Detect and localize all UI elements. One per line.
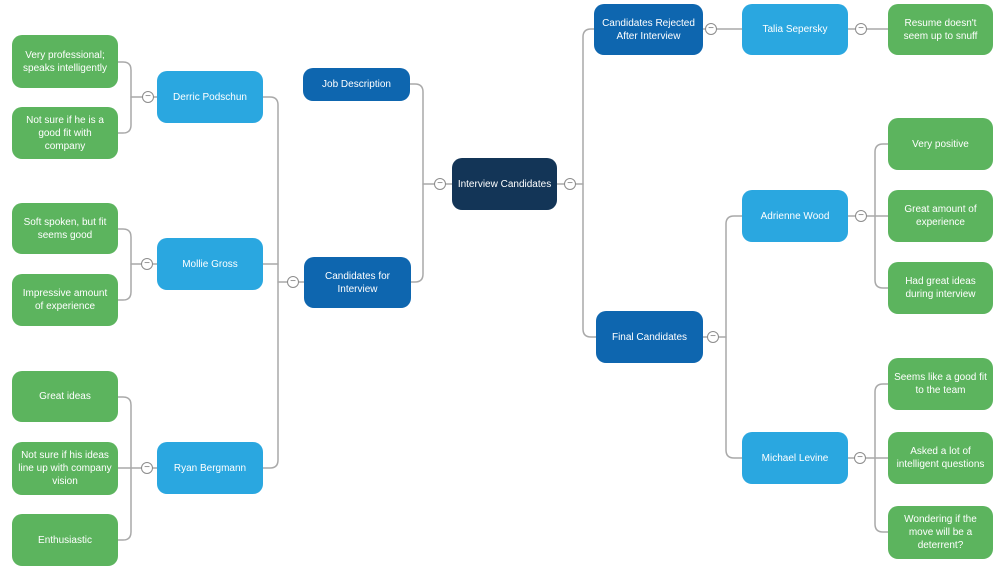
connector	[117, 396, 132, 541]
topic-label: Interview Candidates	[457, 178, 552, 190]
minus-icon: −	[437, 177, 443, 189]
collapse-toggle-derric[interactable]: −	[142, 91, 154, 103]
topic-label: Ryan Bergmann	[173, 462, 247, 474]
topic-label: Derric Podschun	[173, 91, 247, 103]
connector	[582, 28, 597, 338]
minus-icon: −	[858, 209, 864, 221]
connector	[262, 96, 279, 469]
topic-final-candidates[interactable]: Final Candidates	[596, 311, 703, 363]
minus-icon: −	[857, 451, 863, 463]
note-good-fit-team[interactable]: Seems like a good fit to the team	[888, 358, 993, 410]
note-had-great-ideas[interactable]: Had great ideas during interview	[888, 262, 993, 314]
collapse-toggle-final[interactable]: −	[707, 331, 719, 343]
minus-icon: −	[144, 461, 150, 473]
note-label: Enthusiastic	[38, 534, 92, 546]
note-enthusiastic[interactable]: Enthusiastic	[12, 514, 118, 566]
collapse-toggle-ryan[interactable]: −	[141, 462, 153, 474]
note-not-sure-vision[interactable]: Not sure if his ideas line up with compa…	[12, 442, 118, 495]
topic-talia-sepersky[interactable]: Talia Sepersky	[742, 4, 848, 55]
topic-adrienne-wood[interactable]: Adrienne Wood	[742, 190, 848, 242]
topic-mollie-gross[interactable]: Mollie Gross	[157, 238, 263, 290]
note-label: Soft spoken, but fit seems good	[23, 216, 107, 241]
topic-candidates-for-interview[interactable]: Candidates for Interview	[304, 257, 411, 308]
note-move-deterrent[interactable]: Wondering if the move will be a deterren…	[888, 506, 993, 559]
note-label: Seems like a good fit to the team	[894, 372, 987, 396]
note-label: Resume doesn't seem up to snuff	[903, 17, 978, 42]
note-impressive-experience[interactable]: Impressive amount of experience	[12, 274, 118, 326]
note-intelligent-questions[interactable]: Asked a lot of intelligent questions	[888, 432, 993, 484]
topic-candidates-rejected[interactable]: Candidates Rejected After Interview	[594, 4, 703, 55]
topic-label: Candidates Rejected After Interview	[602, 17, 695, 42]
topic-label: Talia Sepersky	[762, 24, 828, 35]
collapse-toggle-michael[interactable]: −	[854, 452, 866, 464]
note-label: Impressive amount of experience	[22, 288, 108, 312]
minus-icon: −	[858, 22, 864, 34]
connector	[409, 83, 424, 283]
topic-label: Michael Levine	[761, 452, 829, 464]
topic-michael-levine[interactable]: Michael Levine	[742, 432, 848, 484]
topic-interview-candidates-root[interactable]: Interview Candidates	[452, 158, 557, 210]
topic-job-description[interactable]: Job Description	[303, 68, 410, 101]
topic-label: Candidates for Interview	[324, 270, 391, 295]
note-very-positive[interactable]: Very positive	[888, 118, 993, 170]
note-great-amount-experience[interactable]: Great amount of experience	[888, 190, 993, 242]
note-label: Asked a lot of intelligent questions	[896, 446, 985, 470]
collapse-toggle-talia[interactable]: −	[855, 23, 867, 35]
collapse-toggle-mollie[interactable]: −	[141, 258, 153, 270]
note-label: Not sure if his ideas line up with compa…	[18, 450, 112, 487]
note-not-sure-good-fit[interactable]: Not sure if he is a good fit with compan…	[12, 107, 118, 159]
collapse-toggle-candidates-for-interview[interactable]: −	[287, 276, 299, 288]
collapse-toggle-adrienne[interactable]: −	[855, 210, 867, 222]
note-soft-spoken[interactable]: Soft spoken, but fit seems good	[12, 203, 118, 254]
note-label: Great amount of experience	[904, 204, 977, 228]
minus-icon: −	[290, 275, 296, 287]
note-label: Very professional; speaks intelligently	[23, 49, 107, 74]
note-resume-snuff[interactable]: Resume doesn't seem up to snuff	[888, 4, 993, 55]
collapse-toggle-rejected[interactable]: −	[705, 23, 717, 35]
note-label: Great ideas	[39, 391, 91, 402]
note-label: Very positive	[912, 138, 969, 150]
note-label: Not sure if he is a good fit with compan…	[26, 114, 104, 152]
topic-label: Final Candidates	[611, 331, 688, 343]
topic-label: Adrienne Wood	[760, 210, 830, 222]
note-great-ideas[interactable]: Great ideas	[12, 371, 118, 422]
topic-label: Mollie Gross	[182, 258, 238, 270]
minus-icon: −	[145, 90, 151, 102]
connector	[874, 383, 889, 533]
note-very-professional[interactable]: Very professional; speaks intelligently	[12, 35, 118, 88]
connector	[117, 228, 132, 301]
note-label: Had great ideas during interview	[905, 276, 976, 300]
minus-icon: −	[567, 177, 573, 189]
connector	[117, 61, 132, 134]
minus-icon: −	[144, 257, 150, 269]
minus-icon: −	[708, 22, 714, 34]
collapse-toggle-root-left[interactable]: −	[434, 178, 446, 190]
topic-label: Job Description	[322, 79, 391, 90]
collapse-toggle-root-right[interactable]: −	[564, 178, 576, 190]
minus-icon: −	[710, 330, 716, 342]
connector	[874, 143, 889, 289]
note-label: Wondering if the move will be a deterren…	[904, 514, 977, 551]
topic-ryan-bergmann[interactable]: Ryan Bergmann	[157, 442, 263, 494]
topic-derric-podschun[interactable]: Derric Podschun	[157, 71, 263, 123]
connector	[725, 215, 743, 459]
